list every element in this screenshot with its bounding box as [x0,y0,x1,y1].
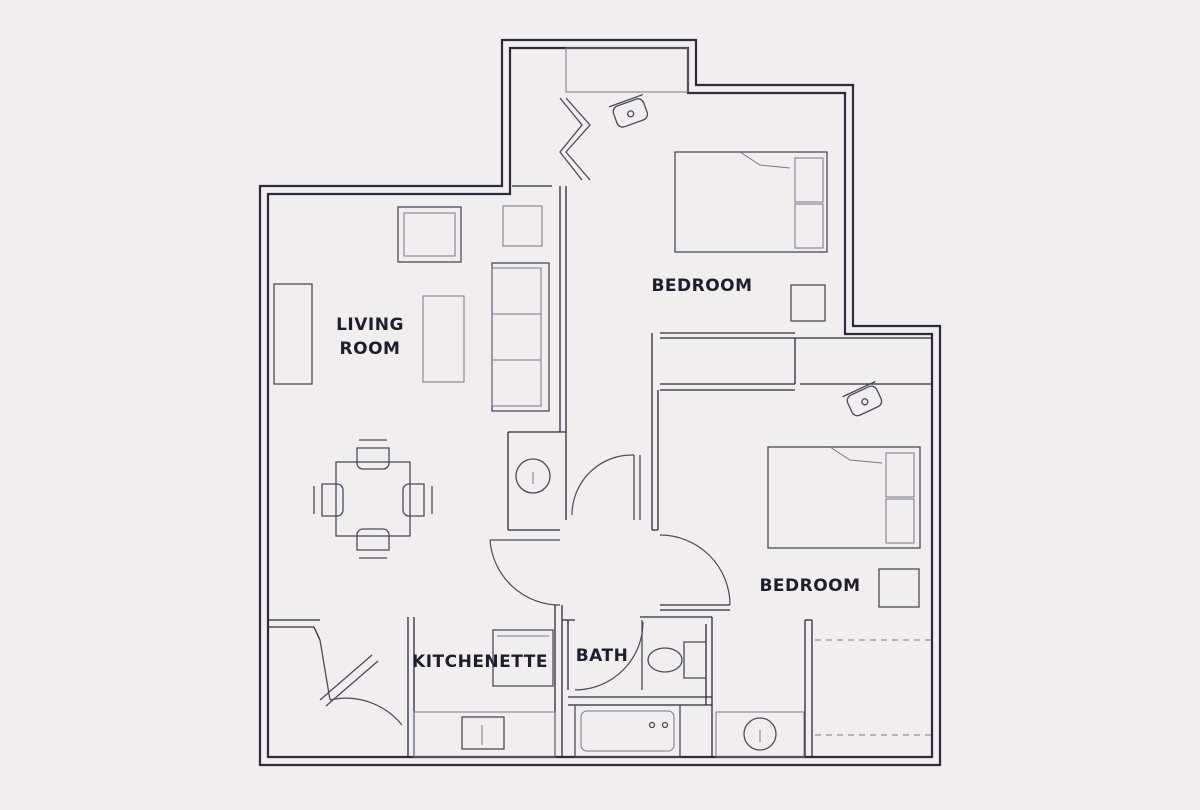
interior-walls [268,47,932,757]
bedroom-bottom-label: BEDROOM [759,576,860,596]
kitchenette-label: KITCHENETTE [412,652,548,672]
doors [319,97,731,726]
bath-fixtures [574,641,707,758]
living-room-furniture [273,205,550,559]
living-room-label-line1: LIVING [336,315,404,335]
outer-walls [258,38,942,767]
living-room-label-line2: ROOM [340,339,401,359]
vanity-sink [515,458,551,494]
bath-label: BATH [576,646,629,666]
bedroom-top-furniture [608,93,828,322]
kitchenette-fixtures [413,629,556,758]
bedroom-top-label: BEDROOM [651,276,752,296]
bedroom-bottom-furniture [715,380,932,758]
